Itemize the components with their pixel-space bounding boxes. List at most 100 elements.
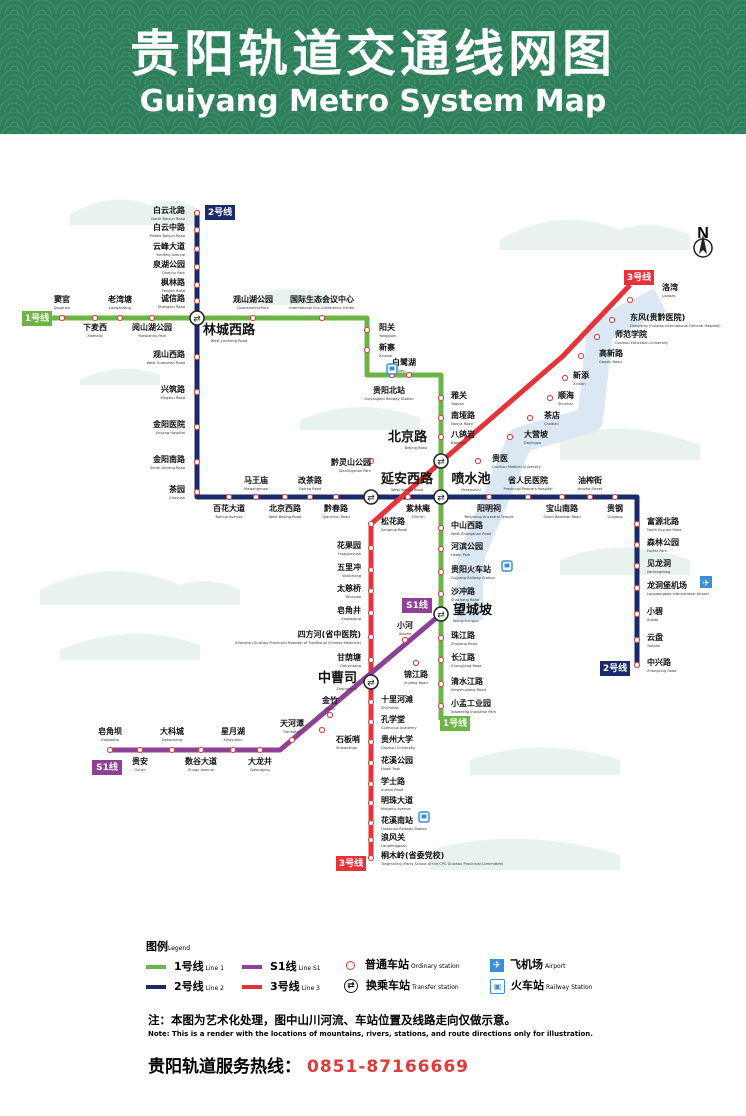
station-dot-zaojiaojing[interactable] bbox=[367, 609, 375, 617]
station-dot-yanshanhu[interactable] bbox=[148, 314, 156, 322]
station-dot-shifanxueyuan[interactable] bbox=[593, 333, 601, 341]
station-dot-nanbalu[interactable] bbox=[437, 414, 445, 422]
station-dot-shilihetan[interactable] bbox=[367, 698, 375, 706]
station-dot-zimulin[interactable] bbox=[404, 493, 412, 501]
station-dot-yangguan[interactable] bbox=[363, 326, 371, 334]
station-dot-mingzhudadao[interactable] bbox=[367, 799, 375, 807]
station-dot-gaichalu[interactable] bbox=[306, 493, 314, 501]
station-name-huaguoyuan: 花果园 bbox=[337, 540, 361, 550]
station-dot-xueshilu[interactable] bbox=[367, 780, 375, 788]
station-dot-qingshuijianglu[interactable] bbox=[437, 680, 445, 688]
station-name-shunhai: 顺海 bbox=[558, 390, 574, 400]
station-dot-qianchunlu[interactable] bbox=[332, 493, 340, 501]
station-dot-quanhugongyuan[interactable] bbox=[193, 263, 201, 271]
station-dot-sifanghe[interactable] bbox=[367, 633, 375, 641]
station-dot-yunpan[interactable] bbox=[633, 636, 641, 644]
station-dot-baoshannanlu[interactable] bbox=[558, 493, 566, 501]
station-dot-xiaobi[interactable] bbox=[633, 610, 641, 618]
station-dot-dakecheng[interactable] bbox=[168, 746, 176, 754]
station-name-shifanxueyuan: 师范学院 bbox=[615, 329, 647, 339]
station-dot-bajiaoyan[interactable] bbox=[437, 433, 445, 441]
station-dot-huaxigongyuan[interactable] bbox=[367, 759, 375, 767]
station-dot-guizhoudaxue[interactable] bbox=[367, 738, 375, 746]
station-dot-dongfeng[interactable] bbox=[608, 316, 616, 324]
station-dot-yunfengdadao[interactable] bbox=[193, 245, 201, 253]
station-dot-taicibridge[interactable] bbox=[367, 587, 375, 595]
station-dot-chayuan[interactable] bbox=[193, 488, 201, 496]
station-name-xiaomengyuan: 小孟工业园 bbox=[450, 698, 491, 708]
station-dot-tongmuling[interactable] bbox=[367, 854, 375, 862]
station-dot-shunhai[interactable] bbox=[546, 394, 554, 402]
station-dot-wulichong[interactable] bbox=[367, 566, 375, 574]
station-dot-huaxinanzhan[interactable] bbox=[367, 819, 375, 827]
station-dot-senlingongyuan[interactable] bbox=[633, 541, 641, 549]
station-dot-jinyangyiyuan[interactable] bbox=[193, 423, 201, 431]
station-dot-guiyanghuochezhan[interactable] bbox=[437, 568, 445, 576]
station-dot-xingyuehu[interactable] bbox=[229, 746, 237, 754]
station-dot-jianlongdong[interactable] bbox=[633, 562, 641, 570]
station-dot-xiaohe[interactable] bbox=[401, 636, 409, 644]
station-dot-longdongbao[interactable] bbox=[633, 584, 641, 592]
station-dot-shengrenmin[interactable] bbox=[524, 493, 532, 501]
station-dot-shuguda[interactable] bbox=[197, 746, 205, 754]
station-dot-tianhetan[interactable] bbox=[288, 736, 296, 744]
station-dot-guiyangbeizhan[interactable] bbox=[405, 371, 413, 379]
station-dot-laowantang[interactable] bbox=[116, 314, 124, 322]
badge-line2: 2号线 bbox=[205, 205, 235, 220]
station-dot-fugaobeilu[interactable] bbox=[633, 520, 641, 528]
station-dot-guojishengtai[interactable] bbox=[318, 314, 326, 322]
station-dot-xintian[interactable] bbox=[561, 374, 569, 382]
transfer-station-beijinglu[interactable] bbox=[433, 453, 449, 469]
station-dot-youzhajie[interactable] bbox=[586, 493, 594, 501]
station-dot-guiyi[interactable] bbox=[474, 457, 482, 465]
station-dot-baiyunbeilu[interactable] bbox=[193, 209, 201, 217]
transfer-station-wangchengpo[interactable] bbox=[433, 606, 449, 622]
station-dot-zhongshanxilu[interactable] bbox=[437, 524, 445, 532]
station-dot-guian[interactable] bbox=[136, 746, 144, 754]
station-en-shengrenmin: Provincial People's Hospital bbox=[503, 487, 552, 491]
station-dot-ganyintang[interactable] bbox=[367, 656, 375, 664]
station-dot-gaoxinlu[interactable] bbox=[577, 352, 585, 360]
station-dot-guanshanxilu[interactable] bbox=[193, 353, 201, 361]
station-dot-changjianglu[interactable] bbox=[437, 656, 445, 664]
station-dot-guigang[interactable] bbox=[611, 493, 619, 501]
station-dot-langfengguan[interactable] bbox=[367, 836, 375, 844]
station-dot-zaojiaoba[interactable] bbox=[106, 746, 114, 754]
station-dot-dalongjing[interactable] bbox=[256, 746, 264, 754]
station-dot-guanshanhu[interactable] bbox=[249, 314, 257, 322]
station-dot-yaguan[interactable] bbox=[437, 394, 445, 402]
station-dot-zhujianglu[interactable] bbox=[437, 634, 445, 642]
station-dot-xiamaxi[interactable] bbox=[91, 314, 99, 322]
station-dot-hebingongyuan[interactable] bbox=[437, 545, 445, 553]
station-dot-zhonghelu[interactable] bbox=[633, 661, 641, 669]
station-dot-fenglin[interactable] bbox=[193, 281, 201, 289]
transfer-station-zhongcaosi[interactable] bbox=[363, 674, 379, 690]
transfer-station-yananxilu[interactable] bbox=[363, 489, 379, 505]
transfer-station-linchengxilu[interactable] bbox=[189, 310, 205, 326]
station-dot-xingzhu[interactable] bbox=[193, 388, 201, 396]
station-dot-jinjianglu[interactable] bbox=[412, 659, 420, 667]
station-dot-chadian[interactable] bbox=[526, 414, 534, 422]
station-en-yangguan: Yangguan bbox=[379, 334, 397, 338]
station-dot-luowan[interactable] bbox=[626, 296, 634, 304]
station-dot-beijingxilu[interactable] bbox=[281, 493, 289, 501]
station-dot-songhualu[interactable] bbox=[367, 520, 375, 528]
station-dot-kongxuetang[interactable] bbox=[367, 718, 375, 726]
badge-label: 3号线 bbox=[627, 271, 651, 283]
station-dot-shibanshao[interactable] bbox=[318, 726, 326, 734]
station-dot-jinyangnanlu[interactable] bbox=[193, 458, 201, 466]
station-dot-dayingpo[interactable] bbox=[506, 433, 514, 441]
station-dot-qianlingshan[interactable] bbox=[367, 457, 375, 465]
station-dot-shachonglu[interactable] bbox=[437, 590, 445, 598]
station-dot-xinzhai[interactable] bbox=[363, 346, 371, 354]
station-dot-mawangmiao[interactable] bbox=[252, 493, 260, 501]
transfer-station-penshuichi[interactable] bbox=[433, 489, 449, 505]
station-dot-baihuadadao[interactable] bbox=[225, 493, 233, 501]
station-dot-huaguoyuan[interactable] bbox=[367, 544, 375, 552]
station-dot-yangmingci[interactable] bbox=[485, 493, 493, 501]
station-dot-chengxin[interactable] bbox=[193, 297, 201, 305]
station-dot-doguan[interactable] bbox=[58, 314, 66, 322]
station-dot-jinzhu[interactable] bbox=[326, 711, 334, 719]
station-dot-xiaomengyuan[interactable] bbox=[437, 702, 445, 710]
station-dot-baiyunzhonglu[interactable] bbox=[193, 226, 201, 234]
